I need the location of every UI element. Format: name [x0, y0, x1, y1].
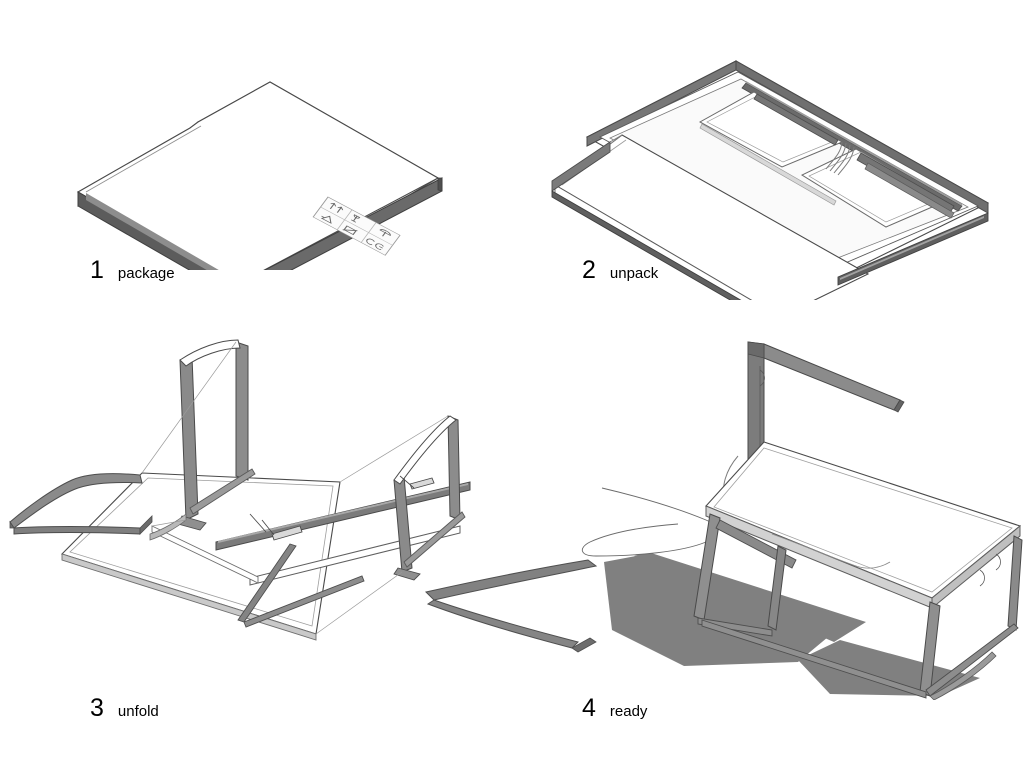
- step-3-caption: 3 unfold: [90, 696, 159, 721]
- recycle-icon: [320, 215, 332, 224]
- content-hinge-bundle: [825, 141, 855, 176]
- leg-near-left-brace: [715, 519, 797, 569]
- package-box: [76, 81, 443, 270]
- keep-dry-icon: [379, 229, 391, 237]
- step-2-caption: 2 unpack: [582, 258, 658, 283]
- step-3-label: unfold: [117, 703, 159, 720]
- floor-shadow-2: [634, 552, 866, 642]
- floor-rail-long: [701, 619, 927, 699]
- bg-frame-tip: [893, 399, 905, 413]
- left-leg-assembly: [149, 339, 256, 541]
- lid-front-thickness: [551, 190, 742, 300]
- step-2-illustration: [550, 45, 1020, 300]
- left-leg-sweep: [149, 513, 187, 541]
- step-4-label: ready: [609, 703, 648, 720]
- right-leg-assembly: [393, 415, 466, 581]
- content-rail-near: [699, 123, 837, 206]
- right-foot-sweep: [929, 651, 997, 700]
- content-leg-stack-left: [753, 93, 839, 146]
- bg-frame-horizontal: [763, 343, 901, 411]
- content-rail-far-top: [746, 81, 962, 206]
- floor-shadow-extension: [798, 640, 980, 696]
- box-thickness-right-end: [437, 177, 443, 192]
- assembled-table: [425, 341, 1023, 700]
- step-3-illustration: [0, 330, 500, 690]
- unfolding-table: [9, 339, 471, 641]
- step-1-illustration: [70, 60, 490, 270]
- left-leg-front-stile: [235, 341, 249, 481]
- right-leg-brace: [403, 511, 466, 568]
- content-leg-stack-right-2: [864, 162, 955, 219]
- step-2-label: unpack: [609, 265, 659, 282]
- table-legs: [693, 513, 1023, 700]
- opened-package: [551, 60, 990, 300]
- floor-shadow: [604, 556, 834, 666]
- lid-edge-thickness: [554, 184, 752, 300]
- leg-back-left: [767, 545, 787, 631]
- packaging-sheet: [581, 487, 717, 557]
- right-leg-foot: [393, 567, 421, 581]
- step-4-number: 4: [582, 694, 596, 722]
- step-1-label: package: [117, 265, 175, 282]
- centre-hinge-detail: [249, 513, 303, 541]
- tray-front-band-right-hl: [840, 216, 984, 280]
- box-lid-seam: [85, 125, 202, 193]
- step-2-number: 2: [582, 256, 596, 284]
- left-leg-brace: [189, 468, 256, 515]
- leg-hinge-right: [979, 553, 1001, 587]
- bg-frame-elbow: [747, 341, 765, 359]
- left-flap: [9, 473, 153, 535]
- right-leg-top-rail: [393, 415, 457, 485]
- step-1-number: 1: [90, 256, 104, 284]
- ce-mark-icon: [366, 238, 384, 250]
- leg-far-right: [1007, 535, 1023, 631]
- construction-lines: [141, 341, 449, 635]
- base-diagonal-strut-2: [243, 575, 365, 628]
- leg-bottom-rail-left: [697, 617, 773, 637]
- step-3-number: 3: [90, 694, 104, 722]
- discarded-packaging: [425, 487, 717, 653]
- front-rail-2: [151, 525, 259, 584]
- step-4-caption: 4 ready: [582, 696, 647, 721]
- fragile-icon: [351, 214, 361, 223]
- shipping-symbol-label: [312, 196, 401, 256]
- leg-bottom-rail-right: [925, 623, 1019, 697]
- step-1-caption: 1 package: [90, 258, 175, 283]
- tabletop-inner-line: [713, 447, 1013, 593]
- step-4-illustration: [420, 330, 1024, 700]
- right-hinge-detail: [399, 475, 435, 490]
- this-way-up-icon: [329, 203, 344, 213]
- tabletop-front-cutout: [771, 533, 891, 569]
- base-diagonal-strut: [237, 543, 297, 623]
- left-leg-top-rail: [179, 339, 241, 367]
- label-grid-h1: [320, 206, 393, 246]
- do-not-stack-icon: [342, 225, 358, 236]
